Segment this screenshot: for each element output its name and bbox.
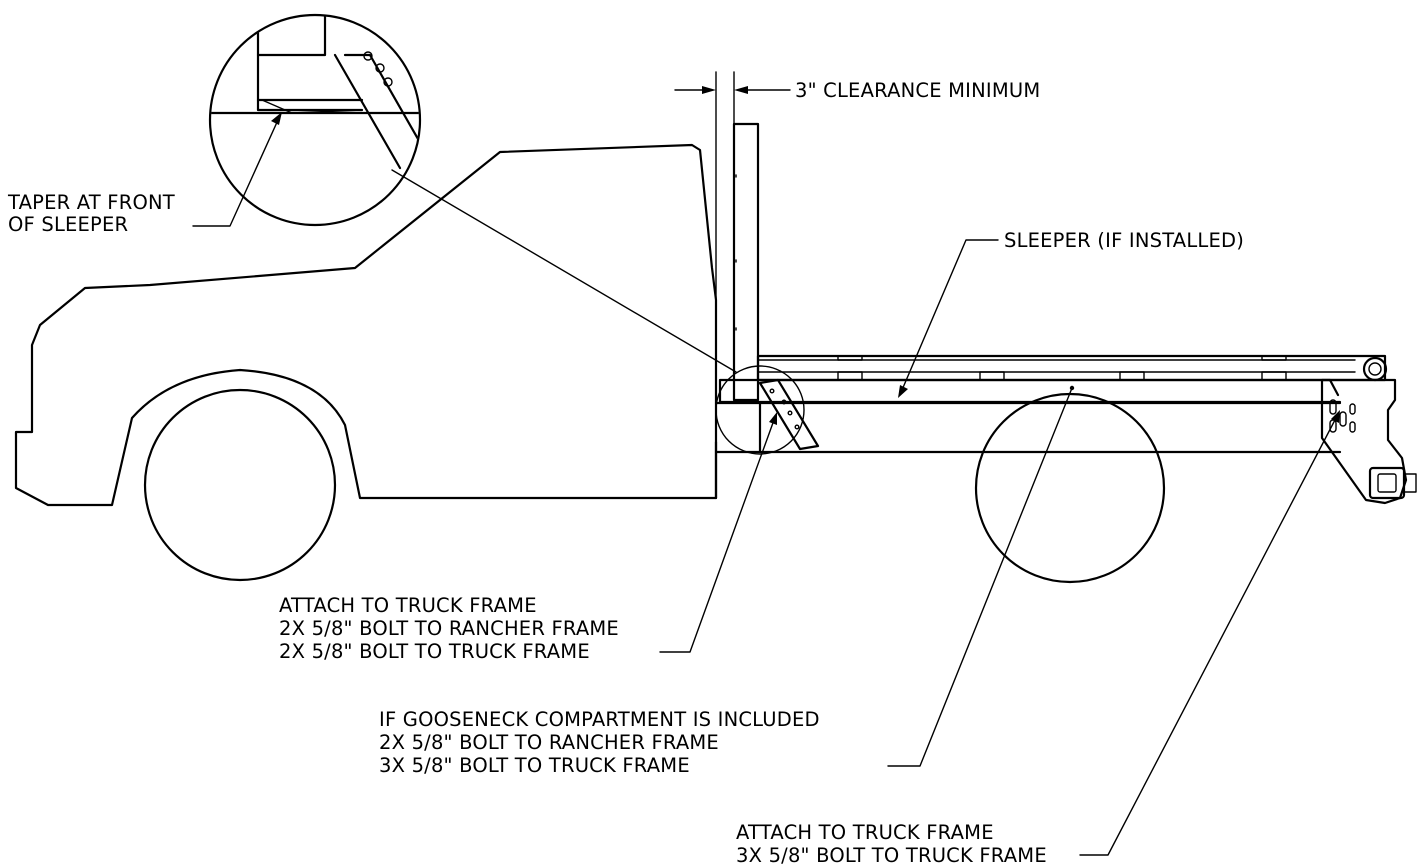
clearance-callout: 3" CLEARANCE MINIMUM [795, 79, 1040, 102]
bolt-hole [787, 410, 793, 416]
sleeper-text: SLEEPER (IF INSTALLED) [1004, 229, 1245, 252]
taper-line-1: TAPER AT FRONT [8, 191, 175, 214]
gooseneck-line-2: 2X 5/8" BOLT TO RANCHER FRAME [379, 731, 719, 754]
bed-deck-line [757, 359, 1356, 373]
hitch-pin [1403, 473, 1417, 493]
headache-rack [732, 122, 760, 402]
rear-bracket-slots [1329, 399, 1356, 433]
front-mount-callout: ATTACH TO TRUCK FRAME 2X 5/8" BOLT TO RA… [279, 594, 619, 663]
front-wheel [143, 388, 337, 582]
front-mount-bracket [758, 378, 820, 451]
rear-mount-bracket [1320, 378, 1408, 505]
detail-marker-circle [715, 365, 805, 455]
detail-magnifier [208, 13, 422, 227]
sleeper-callout: SLEEPER (IF INSTALLED) [1004, 229, 1244, 252]
sleeper-leader [898, 239, 999, 398]
bolt-hole [781, 399, 787, 405]
truck-frame-rail [714, 401, 1342, 454]
magnifier-leader [391, 169, 737, 373]
crossmember-tabs [837, 355, 1287, 381]
bolt-hole [769, 388, 775, 394]
rear-roller-hub [1368, 362, 1382, 376]
rear-mount-line-1: ATTACH TO TRUCK FRAME [736, 821, 994, 844]
sleeper-rail [718, 378, 1342, 404]
taper-callout: TAPER AT FRONT OF SLEEPER [8, 192, 175, 236]
front-mount-line-1: ATTACH TO TRUCK FRAME [279, 594, 537, 617]
rear-mount-leader [1079, 410, 1340, 856]
rear-mount-callout: ATTACH TO TRUCK FRAME 3X 5/8" BOLT TO TR… [736, 821, 1047, 867]
gooseneck-callout: IF GOOSENECK COMPARTMENT IS INCLUDED 2X … [379, 708, 820, 777]
taper-line-2: OF SLEEPER [8, 213, 129, 236]
gooseneck-line-3: 3X 5/8" BOLT TO TRUCK FRAME [379, 754, 690, 777]
front-mount-leader [659, 412, 777, 653]
bolt-hole [794, 424, 800, 430]
clearance-dimension [674, 71, 791, 301]
gooseneck-leader [887, 387, 1073, 767]
front-mount-line-3: 2X 5/8" BOLT TO TRUCK FRAME [279, 640, 590, 663]
truck-body-outline [14, 143, 718, 507]
taper-leader [192, 112, 282, 227]
rear-mount-line-2: 3X 5/8" BOLT TO TRUCK FRAME [736, 844, 1047, 867]
rear-wheel [974, 392, 1166, 584]
hitch-receiver-inner [1377, 473, 1397, 493]
rear-roller [1362, 356, 1388, 382]
clearance-text: 3" CLEARANCE MINIMUM [795, 79, 1041, 102]
gooseneck-line-1: IF GOOSENECK COMPARTMENT IS INCLUDED [379, 708, 820, 731]
hitch-receiver [1368, 466, 1406, 500]
front-mount-line-2: 2X 5/8" BOLT TO RANCHER FRAME [279, 617, 619, 640]
